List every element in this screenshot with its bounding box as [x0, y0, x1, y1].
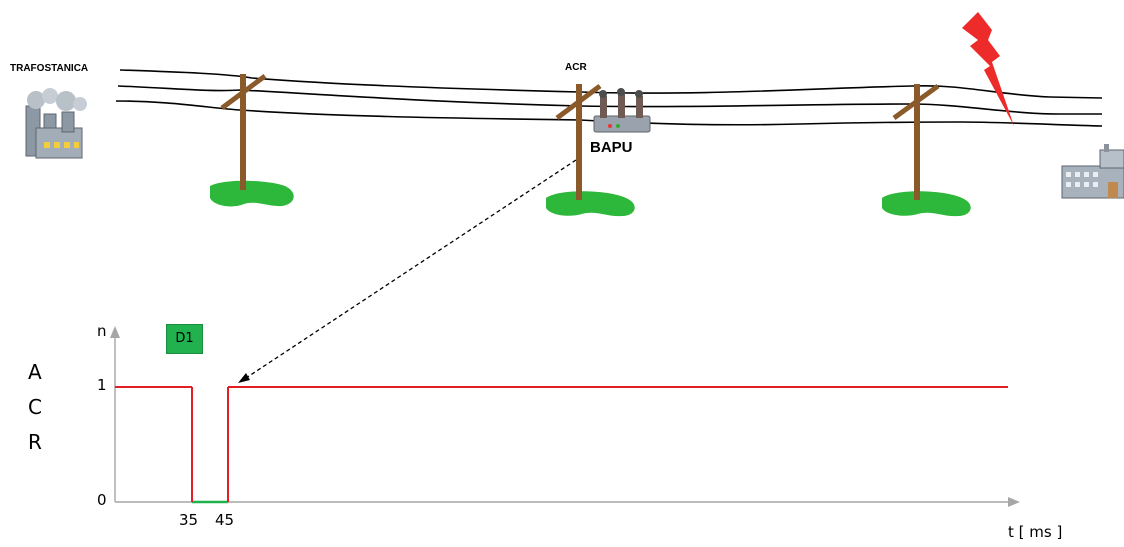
- pole-post: [576, 84, 582, 200]
- power-plant-icon: [25, 88, 87, 159]
- pole-post: [914, 84, 920, 200]
- grass: [882, 191, 971, 217]
- grass: [210, 180, 294, 207]
- y-tick-label: 0: [97, 491, 107, 509]
- arrow-head: [238, 373, 250, 383]
- pole-post: [240, 74, 246, 190]
- pole-crossarm: [220, 73, 267, 111]
- chart-axes: [110, 326, 1020, 507]
- pole-crossarm: [892, 83, 940, 121]
- x-tick-label: 35: [179, 511, 199, 529]
- pole-3: [882, 83, 971, 217]
- x-axis-label: t [ ms ]: [1008, 523, 1063, 541]
- recloser-device-icon: [593, 88, 651, 133]
- factory-building-icon: [1061, 144, 1124, 199]
- d1-badge: D1: [166, 324, 203, 354]
- pole-1: [210, 73, 294, 207]
- y-axis-arrowhead: [110, 326, 120, 338]
- x-axis-arrowhead: [1008, 497, 1020, 507]
- acr-letter-c: C: [28, 395, 42, 419]
- y-tick-label: 1: [97, 376, 107, 394]
- pole-crossarm: [555, 83, 602, 121]
- dashed-pointer-arrow: [245, 159, 577, 379]
- chart-marks: [115, 386, 1008, 504]
- grass: [546, 191, 635, 217]
- pole-2: [546, 83, 635, 217]
- acr-top-label: ACR: [565, 62, 587, 73]
- substation-label: TRAFOSTANICA: [10, 63, 89, 74]
- lightning-bolt-icon: [962, 12, 1014, 126]
- acr-letter-r: R: [28, 430, 42, 454]
- acr-letter-a: A: [28, 360, 42, 384]
- bapu-label: BAPU: [590, 139, 633, 156]
- y-axis-label: n: [97, 322, 107, 340]
- conductor-2: [117, 85, 1102, 115]
- conductor-1: [119, 69, 1103, 99]
- x-tick-label: 45: [215, 511, 235, 529]
